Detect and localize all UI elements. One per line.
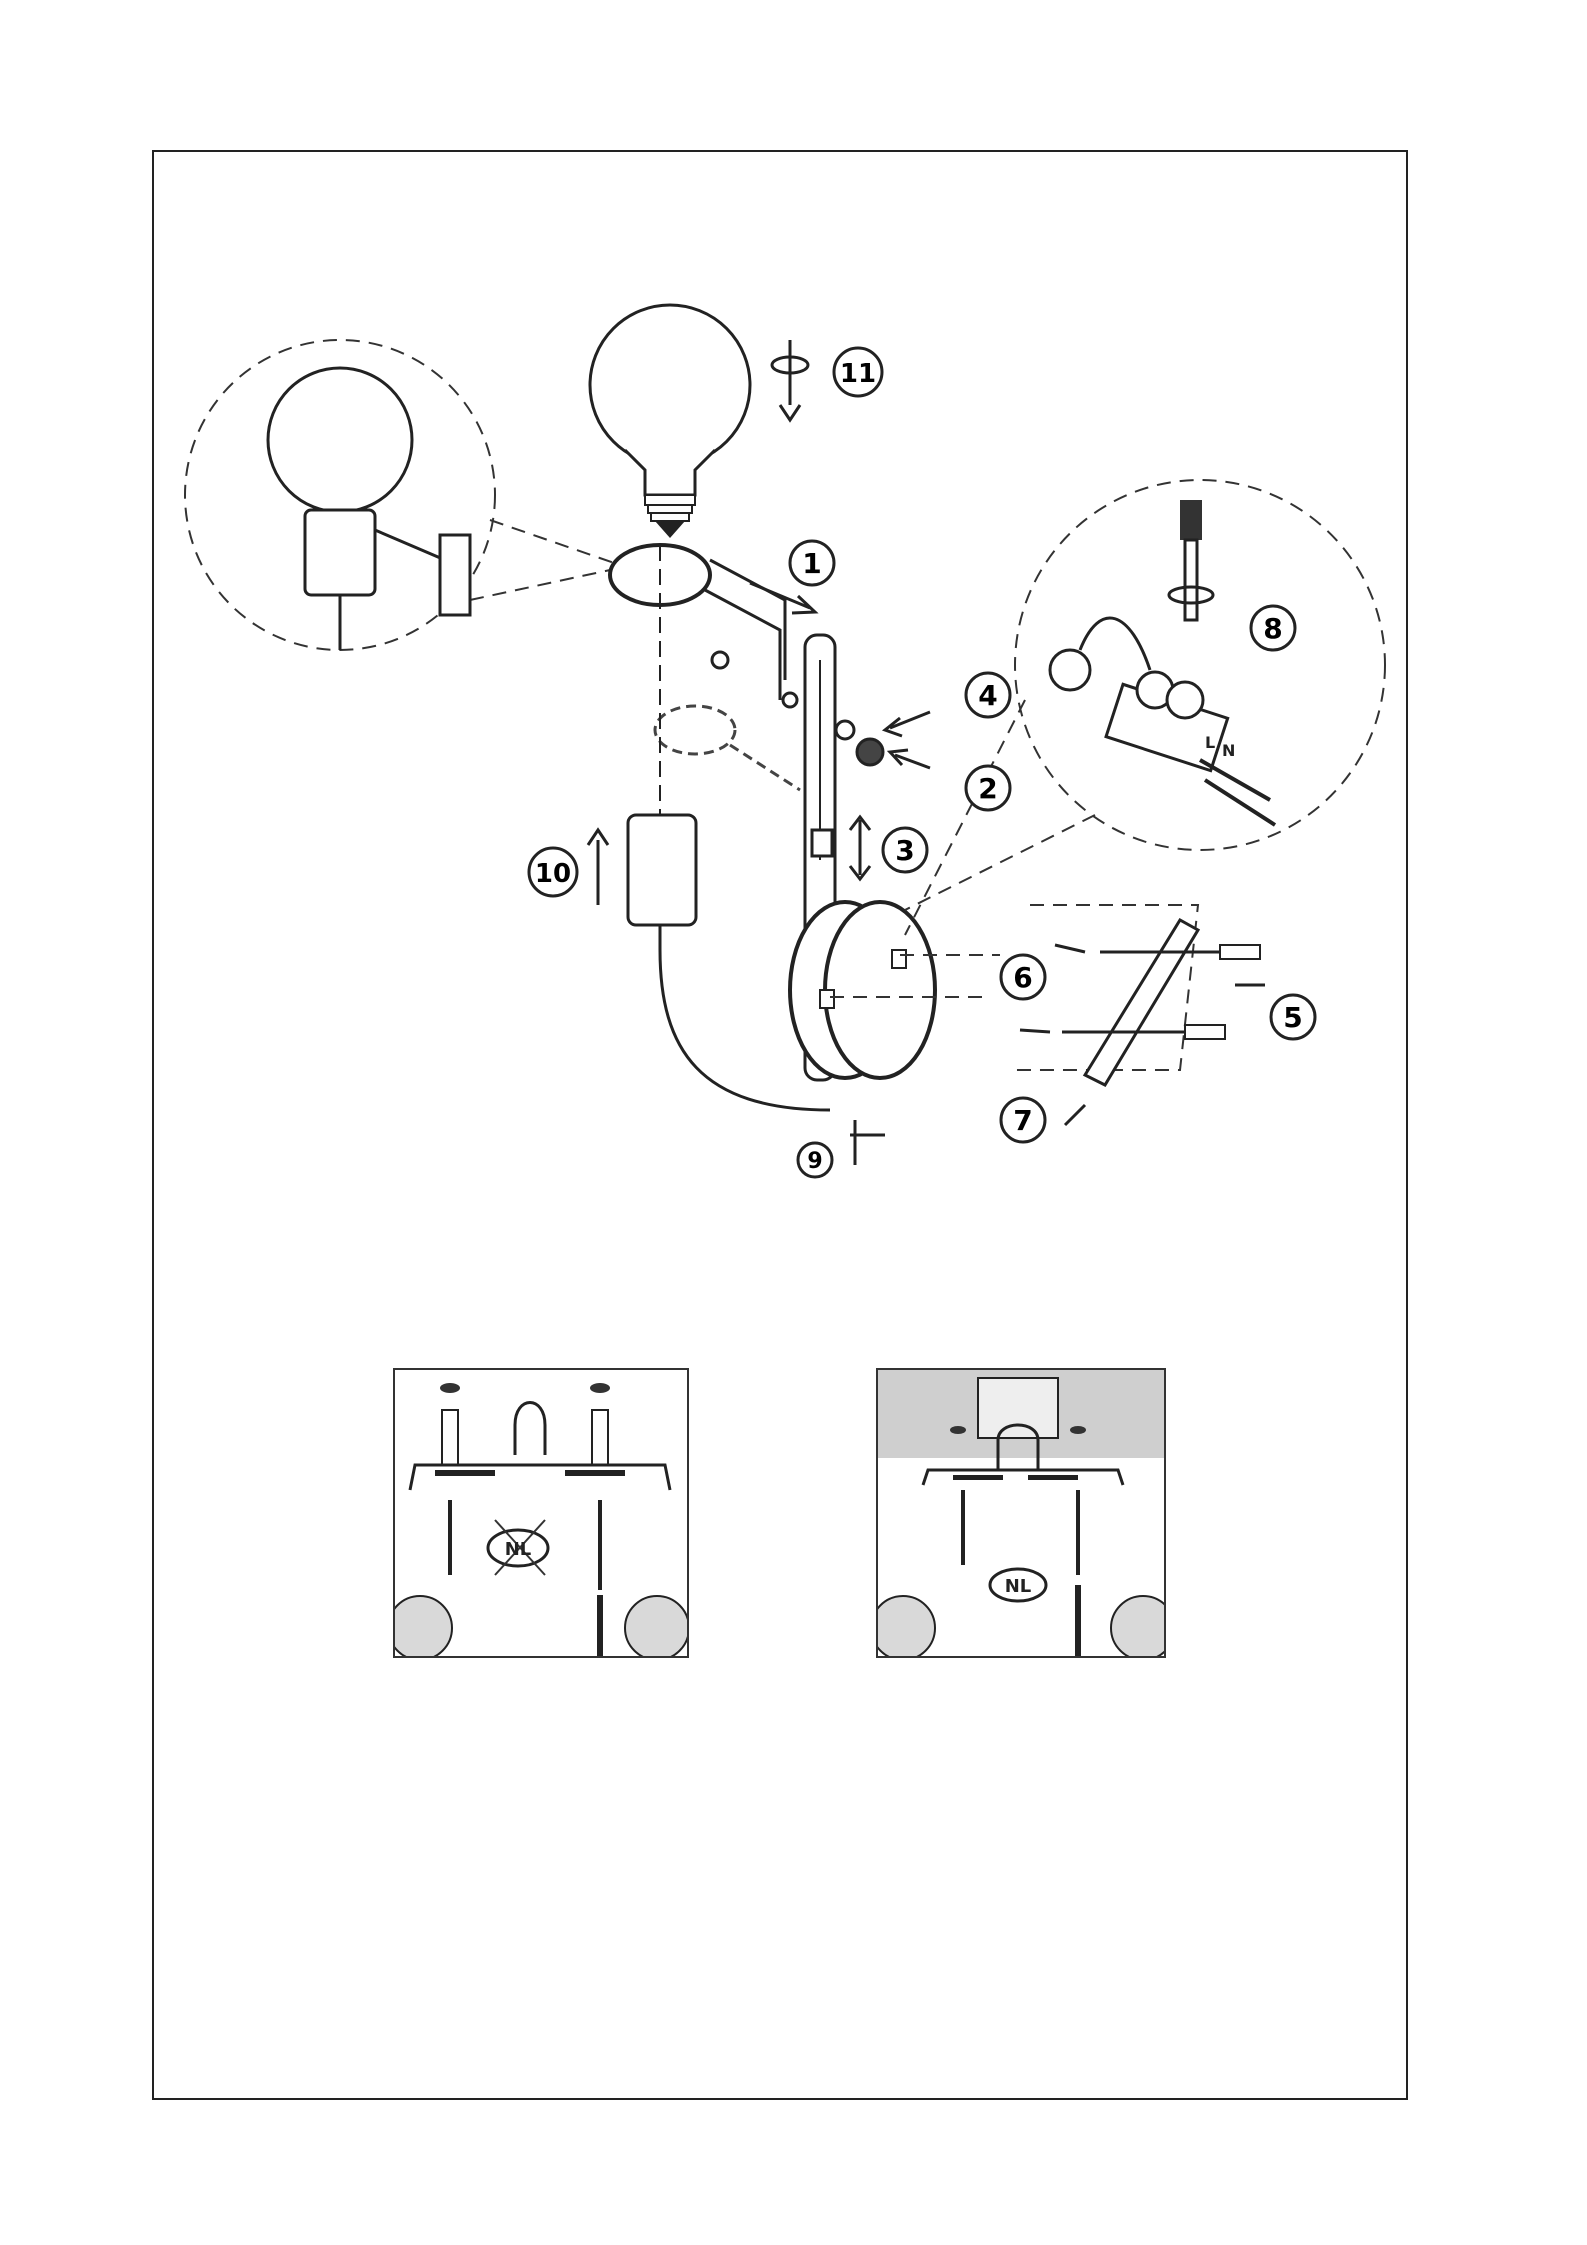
svg-text:2: 2	[978, 772, 997, 805]
svg-text:3: 3	[895, 834, 914, 867]
svg-text:10: 10	[535, 859, 571, 889]
svg-text:7: 7	[1013, 1104, 1032, 1137]
assembly-diagram: L N 1 2 3 4 5 6 7 8 9 10 11	[0, 0, 1587, 1300]
nl-badge-left: NL	[505, 1539, 532, 1560]
light-bulb	[590, 305, 750, 538]
terminal-label-n: N	[1222, 741, 1235, 760]
callout-10: 10	[529, 848, 577, 896]
callout-8: 8	[1251, 606, 1295, 650]
callout-2: 2	[966, 766, 1010, 810]
terminal-label-l: L	[1205, 733, 1215, 752]
svg-text:6: 6	[1013, 961, 1032, 994]
callout-7: 7	[1001, 1098, 1045, 1142]
nl-badge-right: NL	[1005, 1576, 1032, 1597]
wall-mount-cylinder	[790, 902, 1000, 1078]
inset-right-drawing: NL	[878, 1370, 1166, 1658]
mounting-strip	[1010, 905, 1260, 1085]
callout-5: 5	[1271, 995, 1315, 1039]
callout-3: 3	[883, 828, 927, 872]
svg-text:9: 9	[807, 1149, 822, 1174]
rotate-arrow-icon	[772, 340, 808, 420]
inset-installation-allowed: NL	[876, 1368, 1166, 1658]
svg-text:4: 4	[978, 679, 997, 712]
svg-text:11: 11	[840, 359, 876, 389]
callout-4: 4	[966, 673, 1010, 717]
svg-text:8: 8	[1263, 612, 1282, 645]
callout-1: 1	[790, 541, 834, 585]
svg-text:1: 1	[802, 547, 821, 580]
callout-6: 6	[1001, 955, 1045, 999]
callout-9: 9	[798, 1143, 832, 1177]
inset-left-drawing: NL	[395, 1370, 689, 1658]
callout-11: 11	[834, 348, 882, 396]
magnified-detail-left	[185, 340, 620, 650]
inset-installation-not-allowed: NL	[393, 1368, 689, 1658]
svg-text:5: 5	[1283, 1001, 1302, 1034]
screw-washer	[836, 721, 883, 765]
